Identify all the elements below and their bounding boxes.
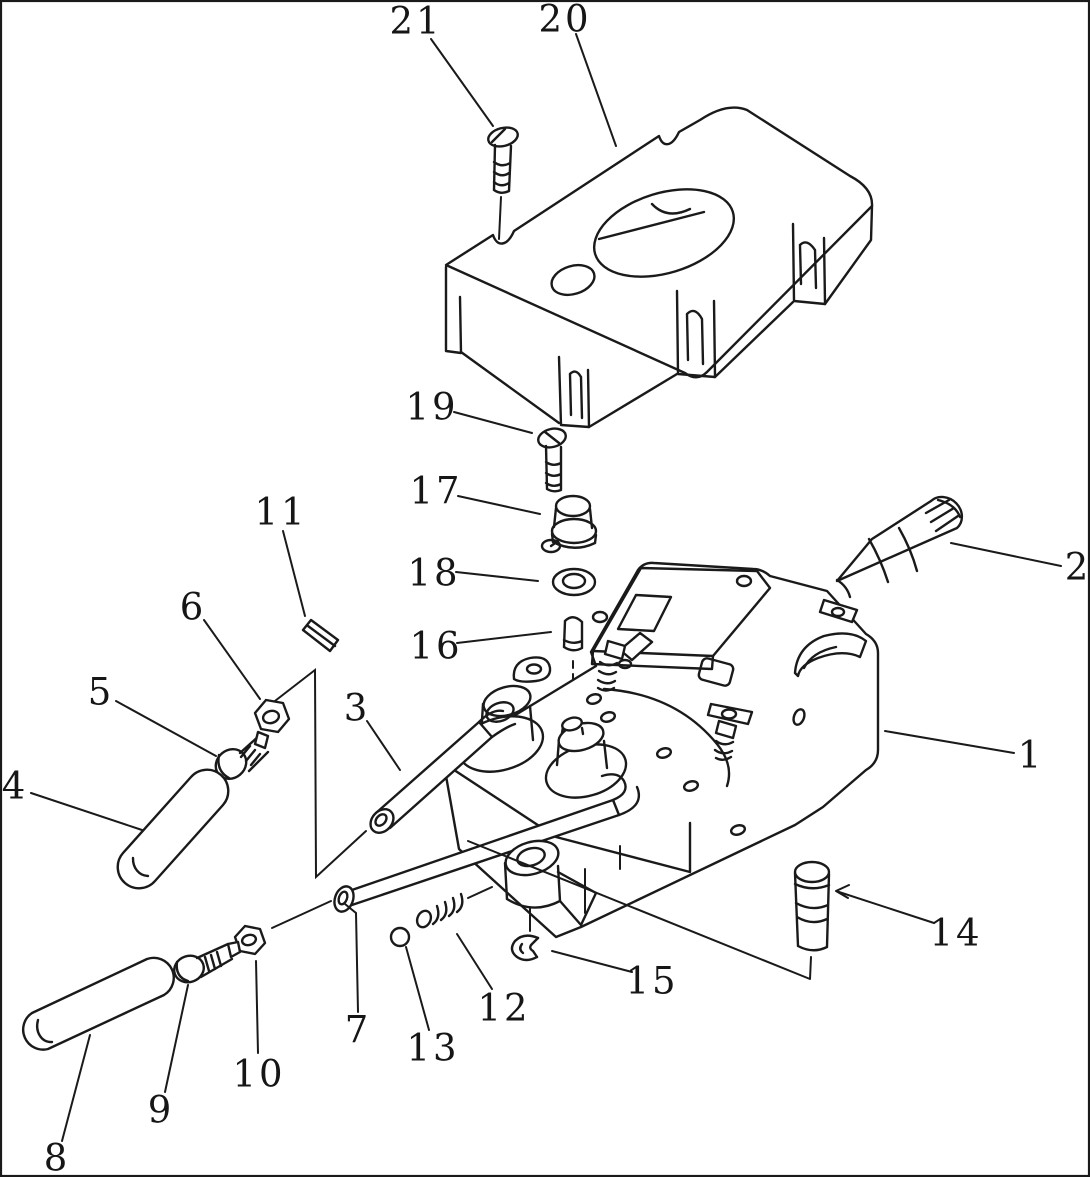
lower-lever-icon	[333, 773, 641, 913]
part-label-15: 15	[625, 959, 679, 1003]
part-label-17: 17	[409, 469, 463, 513]
part-label-12: 12	[477, 986, 531, 1030]
grip-upper-icon	[116, 768, 230, 890]
lever-boss-rear	[544, 716, 628, 799]
screw-icon	[537, 427, 567, 493]
part-label-16: 16	[409, 624, 463, 668]
body-plate-details	[443, 639, 806, 932]
part-label-11: 11	[254, 490, 308, 534]
plug-icon	[793, 860, 831, 952]
part-label-6: 6	[179, 585, 207, 629]
part-label-8: 8	[43, 1136, 71, 1177]
top-cover-icon	[444, 106, 874, 429]
washer-icon	[551, 567, 597, 597]
part-label-7: 7	[344, 1008, 372, 1052]
nut-lower-icon	[233, 924, 267, 956]
part-label-3: 3	[343, 686, 371, 730]
upper-lever-icon	[369, 701, 517, 834]
part-label-21: 21	[389, 0, 443, 43]
part-label-9: 9	[147, 1088, 175, 1132]
bolt-lower-icon	[173, 940, 242, 984]
cap-icon	[540, 494, 598, 554]
nut-upper-icon	[253, 698, 291, 734]
plug-axis-leader	[467, 840, 812, 980]
ball-icon	[389, 926, 411, 948]
part-label-19: 19	[405, 385, 459, 429]
switch-box-icon	[590, 566, 868, 687]
handle-grip-icon	[818, 495, 964, 624]
part-label-13: 13	[406, 1026, 460, 1070]
part-label-1: 1	[1017, 733, 1045, 777]
detent-bracket-icon	[503, 839, 598, 927]
assembly-line-upper	[261, 667, 367, 880]
roll-pin-icon	[301, 618, 340, 653]
leader-lines	[30, 33, 1062, 1142]
part-label-18: 18	[407, 551, 461, 595]
part-label-10: 10	[232, 1052, 286, 1096]
part-label-14: 14	[929, 911, 983, 955]
part-label-20: 20	[538, 0, 592, 41]
part-label-5: 5	[87, 670, 115, 714]
spring-icon	[415, 886, 493, 929]
assembly-line-lower	[271, 900, 332, 929]
part-label-4: 4	[1, 764, 29, 808]
grip-lower-icon	[21, 956, 175, 1051]
part-label-2: 2	[1064, 545, 1090, 589]
cover-screw-icon	[487, 126, 519, 240]
snap-ring-icon	[510, 934, 540, 962]
